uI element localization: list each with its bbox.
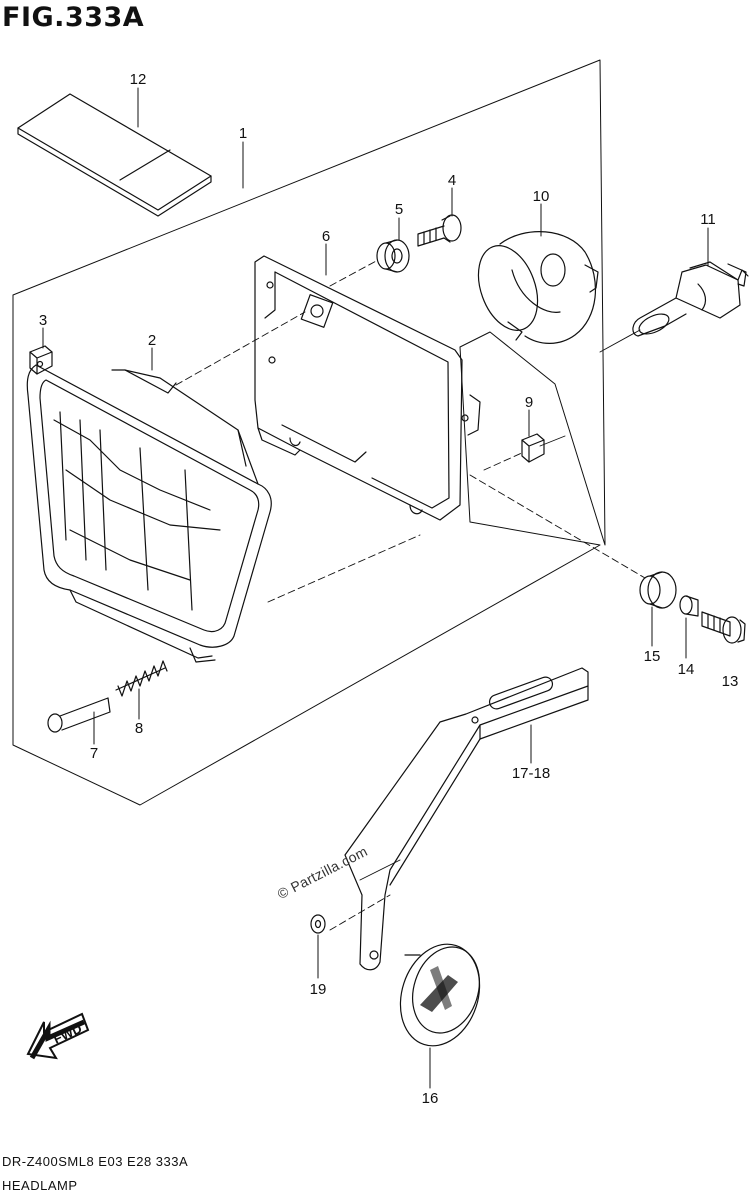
part-4-bolt [417,214,462,247]
part-8-spring [115,660,168,697]
part-19-washer [310,914,326,934]
part-11-bulb [632,261,749,337]
reflector-pattern [420,966,458,1012]
part-13-bolt [701,611,746,644]
callout-9: 9 [525,394,533,411]
callout-17-18: 17-18 [512,765,550,782]
figure-code: DR-Z400SML8 E03 E28 333A [2,1154,189,1169]
part-10-socket-cover [477,231,599,344]
fwd-arrow: FWD [26,1012,90,1060]
callout-13: 13 [722,673,739,690]
assembly-outline [12,59,606,806]
callout-2: 2 [148,332,156,349]
part-15-grommet [639,571,677,609]
figure-name: HEADLAMP [2,1178,78,1193]
callout-14: 14 [678,661,695,678]
callout-3: 3 [39,312,47,329]
leader-lines [42,87,709,1089]
callout-5: 5 [395,201,403,218]
callout-11: 11 [700,211,716,228]
callout-8: 8 [135,720,143,737]
figure-title: FIG.333A [2,2,145,33]
alignment-lines [175,259,646,931]
callout-4: 4 [448,172,456,189]
part-5-grommet [376,239,410,273]
part-14-collar [679,595,699,617]
part-6-mounting-frame [254,255,481,521]
part-7-screw [47,697,111,733]
callout-7: 7 [90,745,98,762]
callout-19: 19 [310,981,327,998]
part-12-label-sheet [17,93,212,217]
part-9-clip [521,433,545,463]
part-3-clip [29,345,53,375]
callout-15: 15 [644,648,661,665]
part-2-headlamp-unit [26,364,272,663]
part-17-18-bracket [344,667,589,971]
fwd-label: FWD [51,1021,84,1047]
callout-6: 6 [322,228,330,245]
callout-10: 10 [533,188,550,205]
callout-12: 12 [130,71,147,88]
callout-16: 16 [422,1090,439,1107]
callout-1: 1 [239,125,247,142]
part-16-reflector [399,943,481,1047]
